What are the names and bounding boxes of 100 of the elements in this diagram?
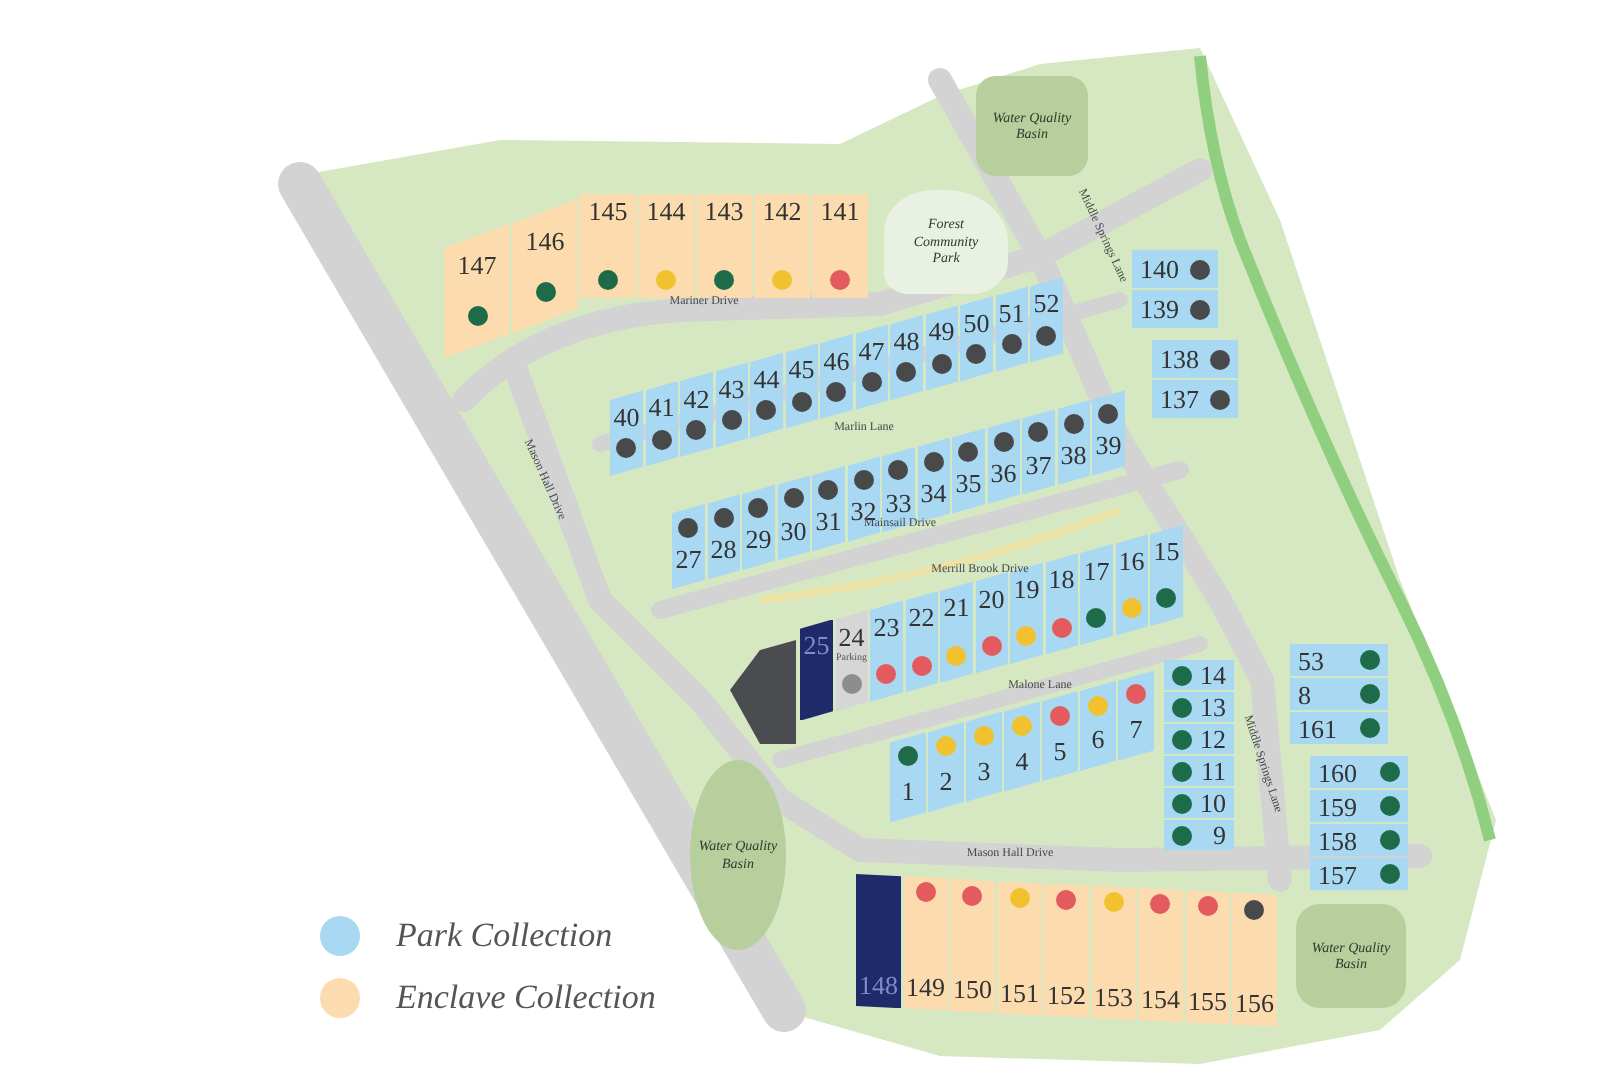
lot-number: 144 <box>646 198 686 224</box>
lot-number: 153 <box>1094 983 1133 1010</box>
lot-number: 142 <box>762 198 802 224</box>
lot-parcel <box>1152 380 1238 418</box>
lot-parcel <box>997 881 1042 1016</box>
lot-number: 148 <box>859 972 898 998</box>
lot-number: 39 <box>1095 432 1122 459</box>
lot-number: 46 <box>823 347 850 374</box>
basin-area <box>1296 904 1406 1008</box>
lot-number: 48 <box>893 328 920 355</box>
lot-number: 2 <box>939 767 953 794</box>
lot-number: 49 <box>928 318 955 345</box>
lot-parcel <box>1118 670 1154 761</box>
lot-parcel <box>1164 788 1234 818</box>
lot-number: 38 <box>1060 441 1087 468</box>
lot-parcel <box>580 194 636 298</box>
lot-parcel <box>812 194 868 298</box>
lot-parcel <box>1164 660 1234 690</box>
lot-number: 6 <box>1091 726 1105 753</box>
lot-parcel <box>1290 644 1388 676</box>
lot-number: 160 <box>1318 759 1357 785</box>
lot-number: 143 <box>704 198 744 224</box>
lot-number: 44 <box>753 366 780 393</box>
lot-parcel <box>1152 340 1238 378</box>
lot-number: 45 <box>788 356 815 383</box>
lot-number: 138 <box>1160 346 1199 372</box>
lot-number: 7 <box>1129 716 1143 743</box>
lot-parcel <box>1164 692 1234 722</box>
lot-number: 157 <box>1318 861 1357 887</box>
lot-parcel <box>1150 524 1183 627</box>
lot-parcel <box>1138 888 1183 1023</box>
lot-number: 151 <box>1000 979 1039 1006</box>
lot-number: 14 <box>1200 662 1226 688</box>
lot-parcel <box>754 194 810 298</box>
lot-parcel <box>1164 820 1234 850</box>
lot-parcel <box>1310 858 1408 890</box>
lot-parcel <box>1310 824 1408 856</box>
lot-parcel <box>890 732 926 823</box>
lot-number: 150 <box>953 976 992 1003</box>
lot-number: 158 <box>1318 827 1357 853</box>
basin-area <box>976 76 1088 176</box>
lot-number: 23 <box>873 613 900 640</box>
lot-number: 161 <box>1298 715 1337 741</box>
lot-parcel <box>696 194 752 298</box>
legend-text: Park Collection <box>396 916 613 956</box>
lot-parcel <box>1310 790 1408 822</box>
lot-number: 33 <box>885 489 912 516</box>
lot-number: 15 <box>1153 538 1180 565</box>
lot-parcel <box>856 874 901 1009</box>
lot-number: 3 <box>977 757 991 784</box>
lot-number: 137 <box>1160 386 1199 412</box>
lot-number: 43 <box>718 375 745 402</box>
lot-parcel <box>1290 712 1388 744</box>
lot-number: 50 <box>963 309 990 336</box>
lot-number: 149 <box>906 974 945 1001</box>
lot-number: 5 <box>1053 737 1067 764</box>
lot-number: 22 <box>908 604 935 631</box>
lot-parcel <box>950 878 995 1014</box>
lot-number: 30 <box>780 517 807 544</box>
lot-parcel <box>1290 678 1388 710</box>
lot-number: 40 <box>613 403 640 430</box>
lot-number: 11 <box>1200 758 1226 784</box>
lot-number: 147 <box>457 251 497 278</box>
lot-parcel <box>638 194 694 298</box>
lot-number: 29 <box>745 526 772 553</box>
lot-parcel <box>870 600 903 702</box>
lot-number: 13 <box>1200 694 1226 720</box>
lot-number: 35 <box>955 470 982 497</box>
lot-number: 51 <box>998 300 1025 327</box>
lot-number: 156 <box>1235 990 1274 1017</box>
lot-number: 152 <box>1047 981 1086 1008</box>
lot-number: 24 <box>838 623 865 650</box>
lot-number: 25 <box>803 632 830 659</box>
lot-number: 140 <box>1140 256 1179 282</box>
lot-number: 27 <box>675 545 702 572</box>
lot-parcel <box>1164 724 1234 754</box>
lot-number: 155 <box>1188 988 1227 1015</box>
lot-number: 34 <box>920 479 947 506</box>
lot-number: 12 <box>1200 726 1226 752</box>
lot-number: 20 <box>978 585 1005 612</box>
lot-parcel <box>1091 885 1136 1021</box>
lot-number: 4 <box>1015 747 1029 774</box>
lot-number: 41 <box>648 394 675 421</box>
lot-parcel <box>1164 756 1234 786</box>
lot-parcel <box>1042 691 1078 782</box>
lot-number: 53 <box>1298 647 1324 673</box>
lot-number: 154 <box>1141 986 1180 1013</box>
lot-number: 18 <box>1048 566 1075 593</box>
lot-parcel <box>940 581 973 683</box>
lot-parcel <box>1004 701 1040 792</box>
lot-number: 16 <box>1118 547 1145 574</box>
lot-number: 36 <box>990 460 1017 487</box>
lot-parcel <box>1310 756 1408 788</box>
legend-text: Enclave Collection <box>396 978 656 1018</box>
lot-parcel <box>903 876 948 1011</box>
lot-number: 28 <box>710 536 737 563</box>
lot-parcel <box>1185 890 1230 1025</box>
lot-number: 139 <box>1140 296 1179 322</box>
lot-parcel <box>966 711 1002 802</box>
lot-number: 10 <box>1200 790 1226 816</box>
